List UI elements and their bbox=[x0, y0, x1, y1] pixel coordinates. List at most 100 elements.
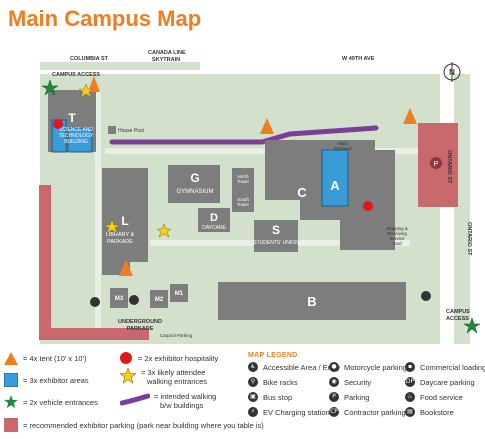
svg-text:N: N bbox=[449, 68, 455, 77]
svg-text:TECHNOLOGY: TECHNOLOGY bbox=[58, 133, 94, 139]
svg-text:STUDENTS' UNION: STUDENTS' UNION bbox=[253, 240, 299, 246]
map-legend-item: ▪Commercial loading bbox=[405, 362, 485, 372]
map-legend-item: ♿Accessible Area / Entry bbox=[248, 362, 340, 372]
svg-text:W 49TH AVE: W 49TH AVE bbox=[342, 56, 375, 62]
parking-icon: P bbox=[329, 392, 339, 402]
map-legend-item: ●Motorcycle parking bbox=[329, 362, 407, 372]
svg-text:South: South bbox=[237, 197, 249, 202]
svg-text:S: S bbox=[272, 223, 280, 237]
daycare-parking-icon: DP bbox=[405, 377, 415, 387]
legend: = 4x tent (10' x 10') = 3x exhibitor are… bbox=[0, 348, 485, 439]
exhibitor-area-icon bbox=[4, 373, 18, 387]
parking-strip-west bbox=[39, 185, 51, 340]
motorcycle-icon: ● bbox=[329, 362, 339, 372]
top-road bbox=[40, 70, 470, 74]
green-star-icon bbox=[4, 395, 18, 409]
svg-text:GYMNASIUM: GYMNASIUM bbox=[176, 189, 213, 195]
svg-text:ONTARIO ST: ONTARIO ST bbox=[466, 222, 472, 256]
map-legend-heading: MAP LEGEND bbox=[248, 352, 298, 359]
map-legend-item: ⚡EV Charging station bbox=[248, 407, 330, 417]
ev-charging-icon: ⚡ bbox=[248, 407, 258, 417]
yellow-star-icon bbox=[120, 368, 136, 384]
svg-text:Service: Service bbox=[389, 236, 405, 241]
contractor-parking-icon: CP bbox=[329, 407, 339, 417]
svg-text:C: C bbox=[297, 185, 307, 200]
legend-hospitality: = 2x exhibitor hospitality bbox=[120, 352, 218, 364]
svg-text:SCIENCE AND: SCIENCE AND bbox=[59, 127, 93, 133]
svg-text:D: D bbox=[210, 212, 218, 224]
svg-text:Tower: Tower bbox=[237, 179, 250, 184]
svg-text:PARKADE: PARKADE bbox=[127, 326, 154, 332]
svg-text:M2: M2 bbox=[155, 297, 164, 303]
building-s bbox=[254, 220, 298, 252]
svg-text:M1: M1 bbox=[175, 291, 184, 297]
hospitality-marker bbox=[53, 119, 63, 129]
building-m3 bbox=[110, 288, 128, 308]
parking-icon bbox=[421, 291, 431, 301]
north-south-towers bbox=[232, 168, 254, 212]
building-d bbox=[198, 208, 230, 232]
svg-text:BUILDING: BUILDING bbox=[64, 139, 88, 145]
exhibitor-area-a bbox=[321, 149, 349, 207]
legend-parking: = recommended exhibitor parking (park ne… bbox=[4, 418, 264, 432]
svg-text:LIBRARY &: LIBRARY & bbox=[106, 232, 135, 238]
map-legend-item: ▤Bookstore bbox=[405, 407, 454, 417]
svg-text:M3: M3 bbox=[115, 296, 124, 302]
building-b bbox=[218, 282, 406, 320]
food-service-icon: ♨ bbox=[405, 392, 415, 402]
page-title: Main Campus Map bbox=[8, 6, 202, 31]
walking-path bbox=[109, 125, 379, 145]
building-g bbox=[168, 165, 220, 203]
map-legend-item: ◉Security bbox=[329, 377, 371, 387]
map-legend-item: ⚲Bike racks bbox=[248, 377, 298, 387]
svg-text:ONTARIO ST: ONTARIO ST bbox=[446, 150, 452, 184]
svg-text:SKYTRAIN: SKYTRAIN bbox=[152, 57, 180, 63]
svg-text:Shipping &: Shipping & bbox=[386, 226, 408, 231]
accessible-icon: ♿ bbox=[248, 362, 258, 372]
svg-text:Entrance: Entrance bbox=[334, 146, 353, 151]
red-dot-icon bbox=[120, 352, 132, 364]
hospitality-marker bbox=[363, 201, 373, 211]
parking-icon bbox=[90, 297, 100, 307]
svg-text:COLUMBIA ST: COLUMBIA ST bbox=[70, 56, 109, 62]
legend-walking-entrances: = 3x likely attendee walking entrances bbox=[120, 368, 207, 386]
legend-walking-buildings: = intended walking b/w buildings bbox=[120, 392, 216, 410]
commercial-loading-icon: ▪ bbox=[405, 362, 415, 372]
svg-text:ACCESS: ACCESS bbox=[446, 316, 469, 322]
svg-text:Yard: Yard bbox=[392, 241, 402, 246]
bookstore-icon: ▤ bbox=[405, 407, 415, 417]
svg-text:CAMPUS: CAMPUS bbox=[446, 309, 470, 315]
svg-text:T: T bbox=[68, 111, 76, 125]
purple-path-icon bbox=[120, 393, 150, 406]
bus-icon: ▣ bbox=[248, 392, 258, 402]
walking-entrance-star bbox=[78, 83, 94, 98]
walking-entrance-star bbox=[104, 219, 120, 234]
svg-text:UNDERGROUND: UNDERGROUND bbox=[118, 319, 162, 325]
svg-text:CANADA LINE: CANADA LINE bbox=[148, 50, 186, 56]
parking-area-icon bbox=[4, 418, 18, 432]
tent-marker bbox=[119, 260, 133, 276]
building-l bbox=[102, 168, 148, 275]
svg-text:PARKADE: PARKADE bbox=[107, 239, 133, 245]
svg-text:A: A bbox=[330, 178, 340, 193]
svg-text:Carpool Parking: Carpool Parking bbox=[160, 333, 193, 338]
building-m2 bbox=[150, 290, 168, 308]
bike-icon: ⚲ bbox=[248, 377, 258, 387]
svg-text:Tower: Tower bbox=[237, 202, 250, 207]
parking-strip-south bbox=[39, 328, 149, 340]
w49-road bbox=[200, 62, 470, 72]
svg-text:Receiving: Receiving bbox=[387, 231, 407, 236]
tent-marker bbox=[260, 118, 274, 134]
svg-text:L: L bbox=[121, 214, 128, 228]
tent-marker bbox=[403, 108, 417, 124]
legend-vehicle-entrances: = 2x vehicle entrances bbox=[4, 395, 98, 409]
map-legend-item: ▣Bus stop bbox=[248, 392, 292, 402]
svg-text:CAMPUS ACCESS: CAMPUS ACCESS bbox=[52, 72, 100, 78]
svg-text:North: North bbox=[237, 174, 249, 179]
north-arrow: N bbox=[443, 62, 461, 82]
building-m1 bbox=[170, 284, 188, 302]
map-legend-item: ♨Food service bbox=[405, 392, 463, 402]
svg-text:B: B bbox=[307, 294, 316, 309]
